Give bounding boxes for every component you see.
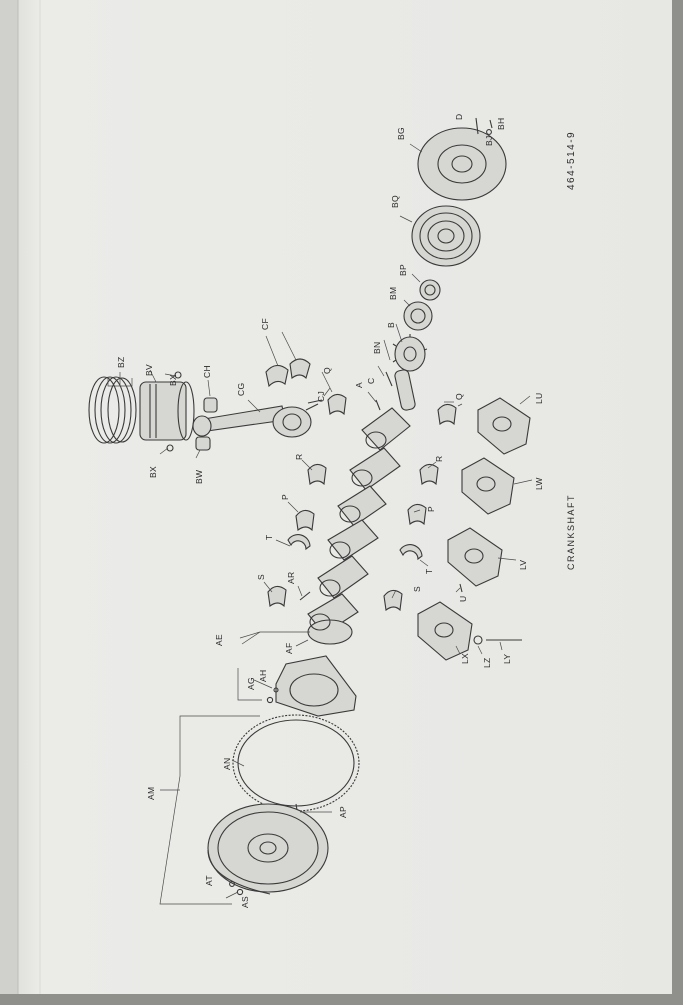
flywheel-bolt-at bbox=[229, 881, 235, 887]
paper-sheet bbox=[0, 0, 672, 994]
callout-lv: LV bbox=[518, 560, 528, 570]
bearing-shell-r-lower bbox=[419, 463, 439, 486]
thrust-washer-upper bbox=[287, 534, 311, 551]
callout-af: AF bbox=[284, 643, 294, 654]
callout-cg: CG bbox=[236, 383, 246, 396]
callout-lz: LZ bbox=[482, 657, 492, 668]
callout-am: AM bbox=[146, 787, 156, 800]
callout-at: AT bbox=[204, 875, 214, 886]
bearing-shell-r-upper bbox=[307, 463, 327, 486]
front-collar bbox=[419, 279, 441, 301]
callout-ae: AE bbox=[214, 634, 224, 646]
callout-bj: BJ bbox=[484, 135, 494, 146]
callout-ly: LY bbox=[502, 654, 512, 664]
pulley bbox=[411, 205, 481, 267]
main-bearing-cap-lx bbox=[417, 601, 473, 661]
callout-u: U bbox=[458, 596, 468, 602]
gudgeon-pin bbox=[195, 436, 211, 451]
callout-ar: AR bbox=[286, 572, 296, 584]
conrod-bolt bbox=[307, 399, 323, 404]
connecting-rod bbox=[192, 403, 319, 438]
piston-rings bbox=[88, 376, 137, 444]
piston-clip-top bbox=[174, 371, 182, 379]
callout-lx: LX bbox=[460, 653, 470, 664]
main-bearing-cap-lw bbox=[461, 457, 515, 515]
bearing-shell-q-lower bbox=[437, 403, 457, 426]
callout-p-bottom: P bbox=[426, 506, 436, 512]
bearing-shell-p-upper bbox=[295, 509, 315, 532]
bolt-d bbox=[475, 117, 479, 135]
damper bbox=[417, 127, 507, 201]
callout-r-bottom: R bbox=[434, 456, 444, 462]
callout-bm: BM bbox=[388, 287, 398, 300]
callout-bv: BV bbox=[144, 364, 154, 376]
callout-s-top: S bbox=[256, 574, 266, 580]
callout-cf: CF bbox=[260, 318, 270, 330]
callout-an: AN bbox=[222, 758, 232, 770]
seal-screw-ag bbox=[266, 696, 274, 704]
callout-ch: CH bbox=[202, 365, 212, 378]
washer-bj bbox=[486, 129, 492, 135]
bearing-shell-q-upper bbox=[327, 393, 347, 416]
callout-q-top: Q bbox=[322, 367, 332, 374]
main-bearing-cap-lv bbox=[447, 527, 503, 587]
callout-bx-bottom: BX bbox=[148, 466, 158, 478]
callout-bh: BH bbox=[496, 118, 506, 130]
crankshaft bbox=[307, 369, 416, 645]
dowel-ar bbox=[299, 591, 311, 601]
callout-a: A bbox=[354, 382, 364, 388]
dowel-u bbox=[459, 583, 463, 593]
document-code: 464-514-9 bbox=[566, 131, 577, 190]
callout-labels: BZ BV BX BX BW CH CG CF CJ Q R P T S AR … bbox=[116, 114, 544, 908]
callout-ap: AP bbox=[338, 806, 348, 818]
key-bn bbox=[385, 371, 393, 387]
callout-cj: CJ bbox=[316, 391, 326, 402]
pin-bh bbox=[489, 119, 493, 129]
callout-s-bottom: S bbox=[412, 586, 422, 592]
callout-t-top: T bbox=[264, 535, 274, 541]
callout-ah: AH bbox=[258, 670, 268, 682]
callout-bz: BZ bbox=[116, 357, 126, 368]
callout-t-bottom: T bbox=[424, 569, 434, 575]
oil-thrower bbox=[403, 301, 433, 331]
small-end-bush bbox=[203, 397, 218, 413]
piston-clip-bottom bbox=[166, 444, 174, 452]
callout-bn: BN bbox=[372, 342, 382, 354]
callout-bq: BQ bbox=[390, 195, 400, 208]
callout-bw: BW bbox=[194, 470, 204, 484]
timing-gear bbox=[392, 334, 428, 372]
bearing-shell-s-lower bbox=[383, 589, 403, 612]
callout-c: C bbox=[366, 378, 376, 384]
diagram-caption: CRANKSHAFT bbox=[566, 494, 576, 570]
callout-p-top: P bbox=[280, 494, 290, 500]
callout-as: AS bbox=[240, 896, 250, 908]
bearing-shell-s-upper bbox=[267, 585, 287, 608]
callout-ag: AG bbox=[246, 677, 256, 690]
conrod-bearing-shells bbox=[265, 358, 311, 388]
callout-lw: LW bbox=[534, 477, 544, 490]
callout-r-top: R bbox=[294, 454, 304, 460]
callout-bg: BG bbox=[396, 127, 406, 140]
callout-bp: BP bbox=[398, 264, 408, 276]
washer-lz bbox=[473, 635, 483, 645]
callout-lu: LU bbox=[534, 393, 544, 404]
callout-bx-top: BX bbox=[168, 374, 178, 386]
rear-oil-seal-housing bbox=[275, 655, 357, 717]
callout-b: B bbox=[386, 322, 396, 328]
binding-margin bbox=[0, 0, 18, 994]
main-bearing-cap-lu bbox=[477, 397, 531, 455]
woodruff-key-c bbox=[375, 399, 381, 411]
flywheel bbox=[207, 803, 329, 895]
seal-washer-ah bbox=[273, 687, 279, 693]
bearing-shell-p-lower bbox=[407, 503, 427, 526]
callout-q-bottom: Q bbox=[454, 393, 464, 400]
piston bbox=[139, 381, 195, 441]
thrust-washer-lower bbox=[399, 544, 423, 561]
callout-d: D bbox=[454, 114, 464, 120]
